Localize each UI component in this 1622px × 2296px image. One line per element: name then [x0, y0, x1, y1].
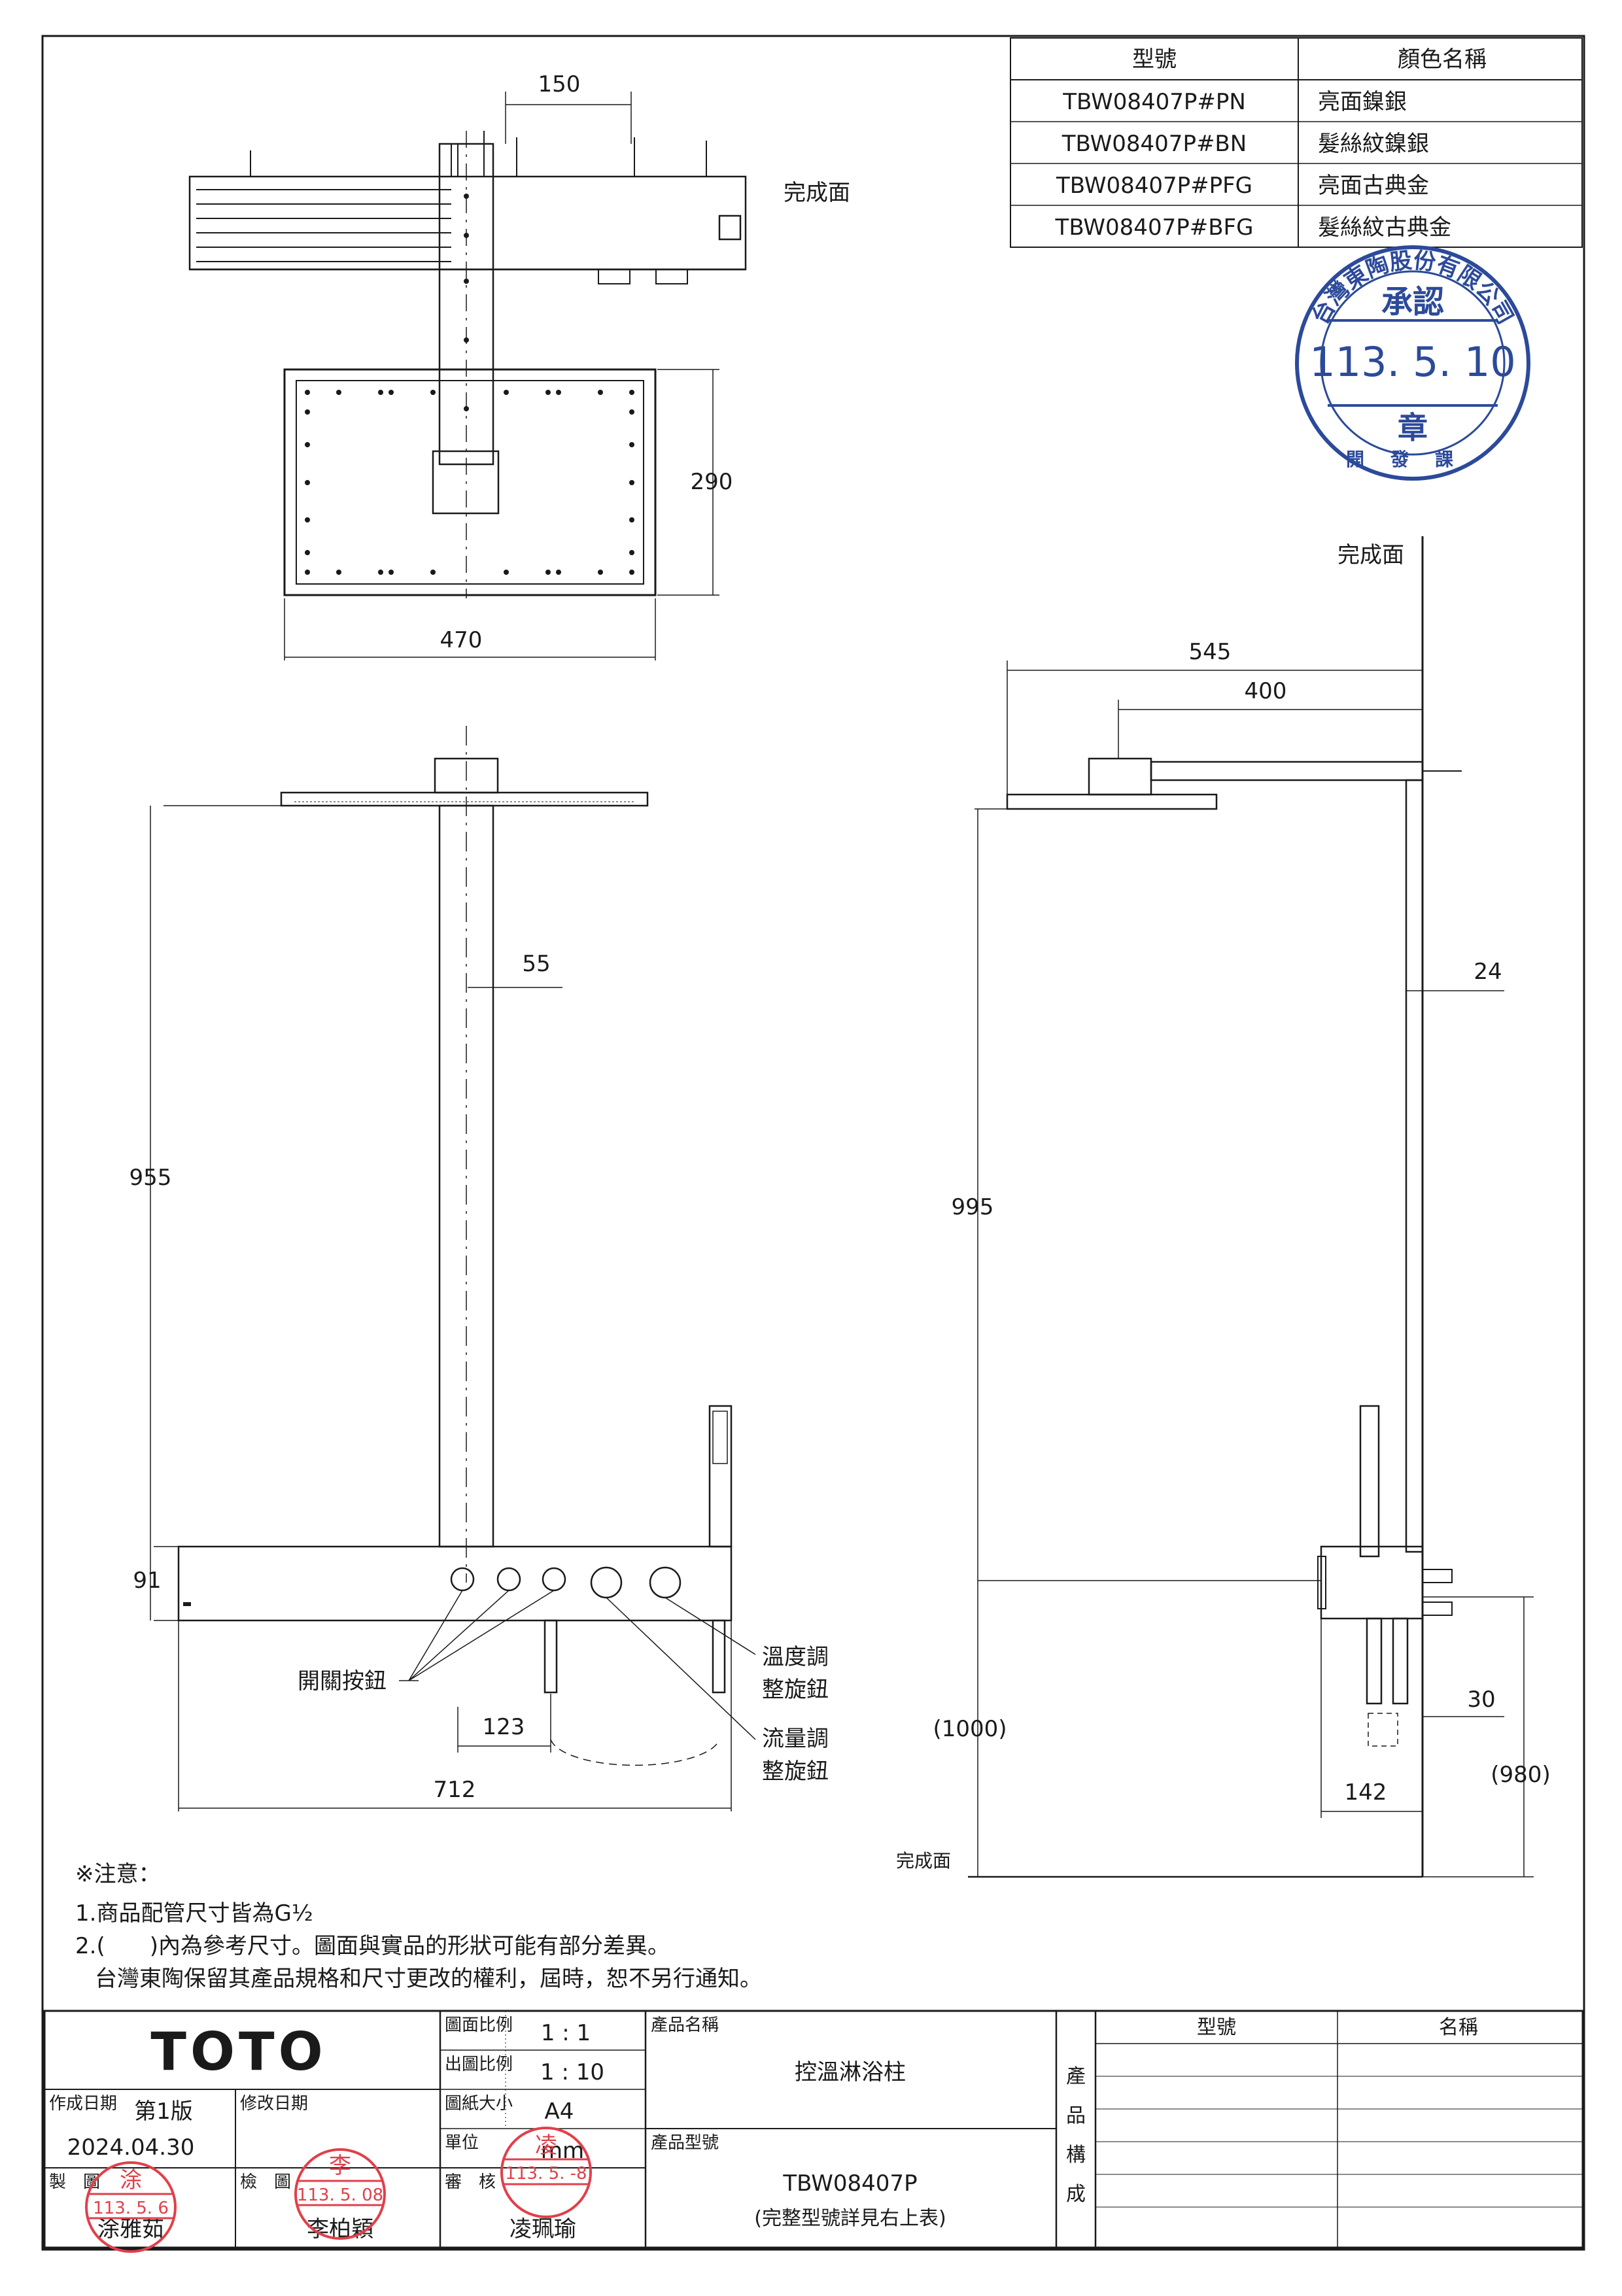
- stamp-check-date: 113. 5. 08: [297, 2185, 383, 2205]
- table-header-color: 顏色名稱: [1398, 46, 1487, 73]
- notes-line: 1.商品配管尺寸皆為G½: [75, 1900, 313, 1927]
- product-model: TBW08407P: [782, 2170, 917, 2197]
- make-name: 涂雅茹: [97, 2216, 164, 2242]
- created-date-label: 作成日期: [49, 2094, 117, 2114]
- composition-label: 成: [1066, 2183, 1086, 2206]
- label-flow-knob-1: 流量調: [762, 1726, 829, 1752]
- dim-400: 400: [1245, 678, 1287, 704]
- notes-line: 台灣東陶保留其產品規格和尺寸更改的權利，屆時，恕不另行通知。: [95, 1966, 762, 1992]
- stamp-review-date: 113. 5. -8: [505, 2164, 587, 2184]
- created-date: 2024.04.30: [67, 2134, 195, 2161]
- label-switch-button: 開關按鈕: [298, 1668, 387, 1694]
- composition-label: 產: [1066, 2065, 1086, 2088]
- dim-123: 123: [483, 1714, 525, 1740]
- label-temp-knob-1: 溫度調: [762, 1644, 829, 1670]
- table-cell-model: TBW08407P#PFG: [1056, 173, 1252, 199]
- stamp-make-date: 113. 5. 6: [93, 2199, 169, 2218]
- notes-line: 2.( )內為參考尺寸。圖面與實品的形狀可能有部分差異。: [75, 1933, 670, 1959]
- seal-title: 承認: [1381, 284, 1444, 320]
- front-view: 955 91 55 123 712 開關按鈕 溫度調 整旋鈕 流量調 整旋鈕: [129, 726, 829, 1811]
- top-view: 完成面 150 290 470: [188, 71, 850, 660]
- table-cell-model: TBW08407P#BFG: [1055, 214, 1254, 241]
- approval-seal: 台灣東陶股份有限公司 承認 113. 5. 10 章 開發課: [1295, 245, 1530, 481]
- unit-label: 單位: [445, 2133, 479, 2153]
- stamp-make-char: 涂: [120, 2167, 142, 2193]
- table-cell-model: TBW08407P#BN: [1061, 131, 1247, 157]
- drawing-scale-value: 1 : 1: [541, 2020, 591, 2046]
- dim-30: 30: [1467, 1687, 1495, 1713]
- sheet-border: [41, 35, 1585, 2251]
- notes: ※注意： 1.商品配管尺寸皆為G½ 2.( )內為參考尺寸。圖面與實品的形狀可能…: [75, 1861, 762, 1992]
- product-name: 控溫淋浴柱: [795, 2059, 906, 2085]
- table-cell-model: TBW08407P#PN: [1062, 89, 1246, 115]
- composition-header-name: 名稱: [1439, 2016, 1478, 2039]
- paper-size-value: A4: [545, 2099, 574, 2125]
- label-flow-knob-2: 整旋鈕: [762, 1758, 829, 1785]
- seal-dept: 開發課: [1346, 449, 1479, 470]
- dim-142: 142: [1345, 1779, 1387, 1806]
- stamp-check-char: 李: [329, 2153, 351, 2179]
- stamp-review: 凌 113. 5. -8: [500, 2127, 592, 2218]
- composition-label: 品: [1066, 2104, 1086, 2127]
- product-model-label: 產品型號: [651, 2133, 719, 2153]
- table-cell-color: 髮絲紋古典金: [1318, 214, 1451, 241]
- revised-date-label: 修改日期: [240, 2094, 308, 2114]
- dim-712: 712: [434, 1777, 476, 1803]
- seal-date: 113. 5. 10: [1309, 338, 1516, 386]
- dim-91: 91: [133, 1568, 161, 1594]
- dim-545: 545: [1189, 639, 1232, 665]
- dim-470: 470: [440, 627, 483, 653]
- dim-980: (980): [1491, 1762, 1550, 1788]
- dim-955: 955: [129, 1165, 172, 1191]
- finish-surface-label: 完成面: [896, 1850, 951, 1872]
- title-block: TOTO 圖面比例 1 : 1 出圖比例 1 : 10 圖紙大小 A4 單位 m…: [43, 2010, 1584, 2253]
- stamp-check: 李 113. 5. 08: [294, 2148, 386, 2240]
- finish-surface-label: 完成面: [784, 180, 850, 206]
- drawing-scale-label: 圖面比例: [445, 2015, 513, 2035]
- product-model-note: (完整型號詳見右上表): [754, 2207, 946, 2230]
- version: 第1版: [134, 2099, 193, 2125]
- dim-995: 995: [952, 1194, 994, 1220]
- paper-size-label: 圖紙大小: [445, 2094, 513, 2114]
- product-name-label: 產品名稱: [651, 2015, 719, 2035]
- stamp-make: 涂 113. 5. 6: [85, 2161, 177, 2253]
- table-header-model: 型號: [1132, 46, 1177, 73]
- make-label: 製 圖: [49, 2172, 100, 2192]
- composition-header-model: 型號: [1197, 2016, 1236, 2039]
- print-scale-label: 出圖比例: [445, 2055, 513, 2074]
- dim-290: 290: [691, 469, 733, 495]
- review-name: 凌珮瑜: [509, 2216, 576, 2242]
- table-cell-color: 亮面古典金: [1318, 173, 1429, 199]
- table-cell-color: 髮絲紋鎳銀: [1318, 131, 1429, 157]
- label-temp-knob-2: 整旋鈕: [762, 1677, 829, 1703]
- stamp-review-char: 凌: [535, 2133, 557, 2159]
- seal-char: 章: [1398, 410, 1428, 445]
- model-color-table: 型號 顏色名稱 TBW08407P#PN 亮面鎳銀 TBW08407P#BN 髮…: [1010, 37, 1583, 248]
- composition-label: 構: [1066, 2144, 1086, 2167]
- dim-24: 24: [1474, 959, 1502, 985]
- table-cell-color: 亮面鎳銀: [1318, 89, 1407, 115]
- notes-title: ※注意：: [75, 1861, 161, 1887]
- print-scale-value: 1 : 10: [540, 2059, 604, 2085]
- review-label: 審 核: [445, 2172, 496, 2192]
- dim-55: 55: [522, 951, 550, 977]
- side-view: 完成面 完成面 545 400 24 995 (1000): [896, 536, 1551, 1878]
- check-label: 檢 圖: [240, 2172, 291, 2192]
- dim-150: 150: [538, 71, 581, 97]
- toto-logo: TOTO: [150, 2021, 326, 2082]
- dim-1000: (1000): [933, 1716, 1007, 1742]
- finish-surface-label: 完成面: [1337, 542, 1404, 568]
